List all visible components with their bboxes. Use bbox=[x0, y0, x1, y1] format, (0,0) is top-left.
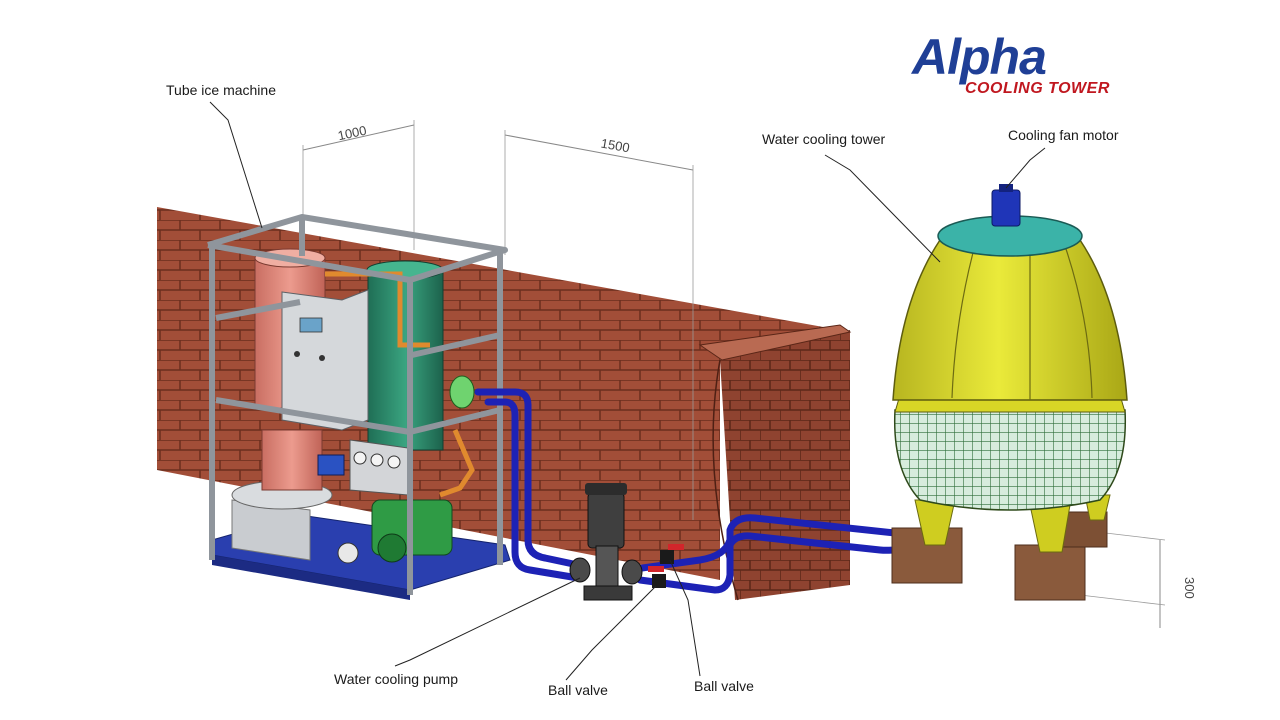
label-water-cooling-pump: Water cooling pump bbox=[334, 671, 458, 687]
label-cooling-fan-motor: Cooling fan motor bbox=[1008, 127, 1119, 143]
tube-ice-machine bbox=[207, 214, 511, 600]
label-water-cooling-tower: Water cooling tower bbox=[762, 131, 886, 147]
outlet-flange bbox=[449, 375, 475, 409]
dimension-label-1500: 1500 bbox=[600, 136, 631, 156]
dimension-clearance: 1500 bbox=[504, 130, 694, 520]
water-cooling-pump bbox=[569, 483, 643, 601]
water-cooling-tower bbox=[891, 184, 1128, 601]
brand-tagline: COOLING TOWER bbox=[965, 80, 1110, 97]
leader-lines bbox=[209, 101, 1046, 681]
brand-logo: Alpha bbox=[912, 29, 1047, 85]
label-tube-ice-machine: Tube ice machine bbox=[166, 82, 276, 98]
dimension-label-300: 300 bbox=[1182, 577, 1197, 599]
ball-valve-lower bbox=[648, 566, 666, 588]
dimension-label-1000: 1000 bbox=[336, 123, 367, 144]
dimension-frame-width: 1000 bbox=[302, 120, 415, 250]
label-ball-valve-2: Ball valve bbox=[694, 678, 754, 694]
label-ball-valve-1: Ball valve bbox=[548, 682, 608, 698]
